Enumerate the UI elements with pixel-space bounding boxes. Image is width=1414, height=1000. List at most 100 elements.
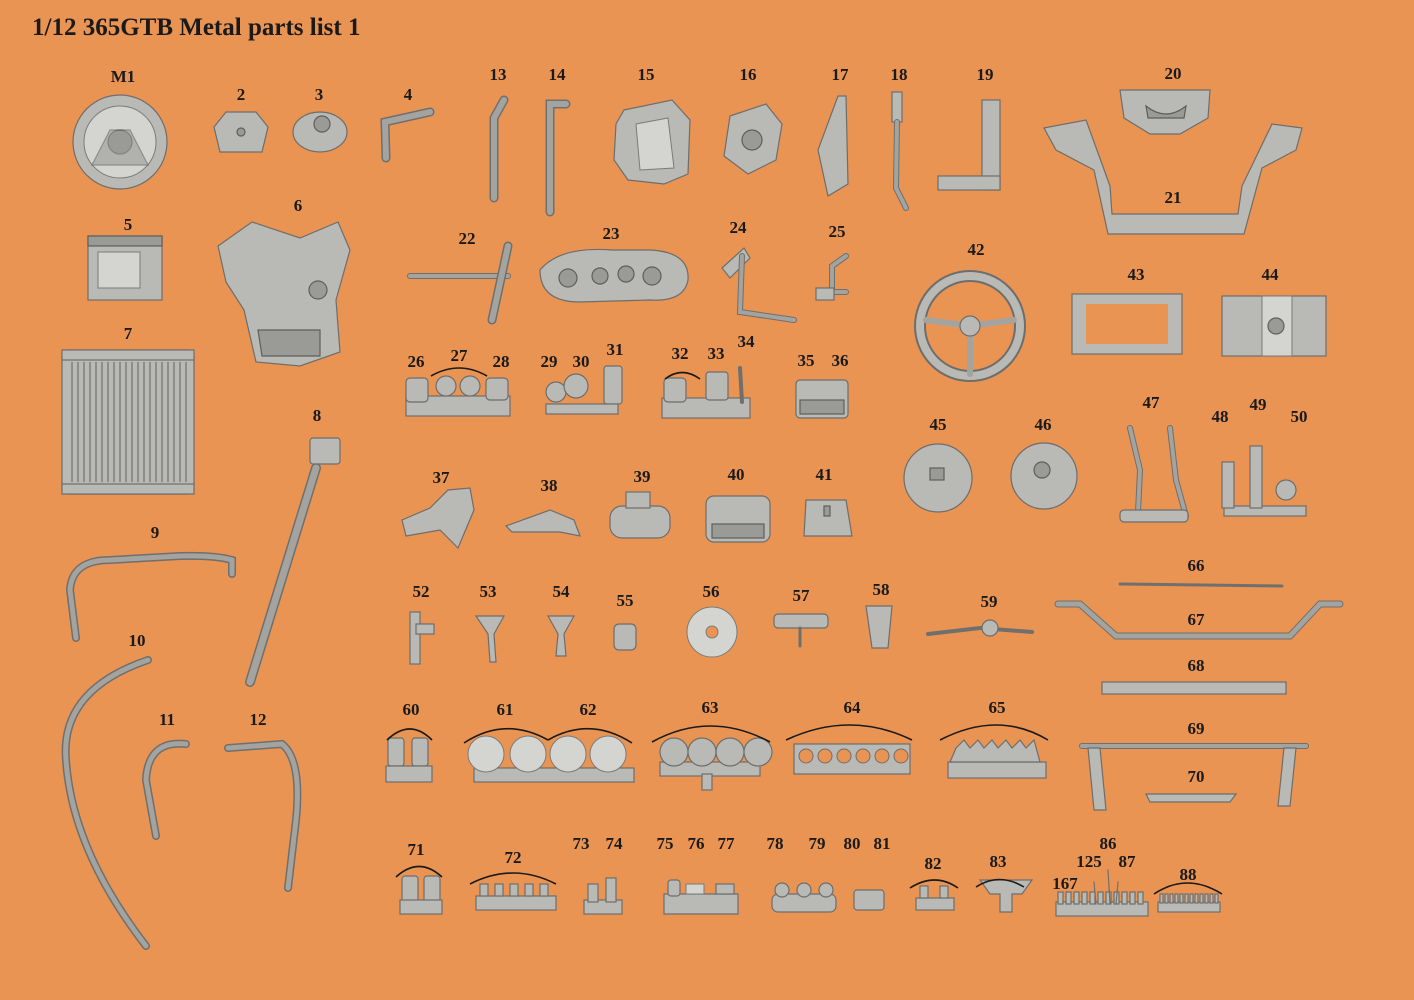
part-6-engine-block: [217, 221, 351, 367]
sprue-peg: [1089, 891, 1096, 905]
sprue-peg: [1204, 893, 1209, 904]
part-label-66: 66: [1188, 556, 1205, 575]
sprue-peg: [1209, 893, 1214, 904]
part-label-22: 22: [459, 229, 476, 248]
part-21-crossmember: [1043, 119, 1303, 235]
part-label-72: 72: [505, 848, 522, 867]
part-19-pedal: [937, 99, 1001, 191]
part-label-28: 28: [493, 352, 510, 371]
part-label-7: 7: [124, 324, 133, 343]
part-20-bracket: [1119, 89, 1211, 135]
part-11-hose: [141, 739, 190, 840]
part-label-57: 57: [793, 586, 811, 605]
sprue-peg: [509, 883, 519, 897]
part-labels: M1 2 3 4 5 6 7 8 9 10 11 12 13 14 15 16 …: [111, 64, 1308, 893]
light-cup: [893, 748, 909, 764]
part-23-dash-panel: [539, 248, 689, 303]
part-26-28-sprue: [405, 375, 511, 417]
part-label-71: 71: [408, 840, 425, 859]
part-label-67: 67: [1188, 610, 1206, 629]
part-17-arm: [817, 95, 849, 197]
part-label-3: 3: [315, 85, 324, 104]
part-label-59: 59: [981, 592, 998, 611]
part-label-11: 11: [159, 710, 175, 729]
part-label-14: 14: [549, 65, 567, 84]
part-label-88: 88: [1180, 865, 1197, 884]
part-label-64: 64: [844, 698, 862, 717]
part-label-63: 63: [702, 698, 719, 717]
part-label-75: 75: [657, 834, 674, 853]
part-71-sprue: [399, 875, 443, 915]
part-43-frame: [1071, 293, 1183, 355]
part-label-9: 9: [151, 523, 160, 542]
part-label-42: 42: [968, 240, 985, 259]
part-label-8: 8: [313, 406, 322, 425]
part-label-82: 82: [925, 854, 942, 873]
part-label-46: 46: [1035, 415, 1052, 434]
part-46-disc: [1010, 442, 1078, 510]
part-68-bar: [1101, 681, 1287, 695]
part-25-linkage: [815, 253, 849, 301]
part-label-20: 20: [1165, 64, 1182, 83]
part-label-86: 86: [1100, 834, 1117, 853]
part-label-87: 87: [1119, 852, 1137, 871]
part-label-56: 56: [703, 582, 720, 601]
part-label-21: 21: [1165, 188, 1182, 207]
part-label-81: 81: [874, 834, 891, 853]
part-label-55: 55: [617, 591, 634, 610]
part-32-34-sprue: [661, 366, 751, 419]
part-label-29: 29: [541, 352, 558, 371]
part-label-27: 27: [451, 346, 469, 365]
part-3-cap: [292, 111, 348, 153]
part-72-sprue: [475, 883, 557, 911]
part-label-18: 18: [891, 65, 908, 84]
part-80-81-sprue: [853, 889, 885, 911]
part-37-mount: [401, 487, 475, 550]
part-29-31-sprue: [545, 365, 623, 415]
part-82-sprue: [915, 885, 955, 911]
part-label-58: 58: [873, 580, 890, 599]
part-2-cap: [213, 111, 269, 153]
part-13-pipe: [489, 95, 509, 203]
part-59-cable: [926, 619, 1034, 637]
part-18-lever: [891, 91, 909, 211]
part-63-sprue: [659, 737, 773, 791]
part-label-5: 5: [124, 215, 133, 234]
part-label-54: 54: [553, 582, 571, 601]
sprue-peg: [1097, 891, 1104, 905]
part-86-167-sprue: [1055, 891, 1149, 917]
part-16-differential: [723, 103, 783, 175]
part-73-74-sprue: [583, 877, 623, 915]
part-14-rod: [545, 99, 571, 217]
sprue-peg: [1065, 891, 1072, 905]
part-70-strip: [1145, 793, 1238, 803]
sprue-peg: [1179, 893, 1184, 904]
part-label-12: 12: [250, 710, 267, 729]
sprue-peg: [1164, 893, 1169, 904]
part-78-79-sprue: [771, 882, 837, 913]
part-label-38: 38: [541, 476, 558, 495]
part-66-cable: [1118, 582, 1284, 588]
part-label-78: 78: [767, 834, 784, 853]
part-label-125: 125: [1076, 852, 1102, 871]
part-label-79: 79: [809, 834, 826, 853]
part-label-23: 23: [603, 224, 620, 243]
part-label-30: 30: [573, 352, 590, 371]
part-label-M1: M1: [111, 67, 136, 86]
part-5-battery: [87, 235, 163, 301]
part-35-36-sprue: [795, 379, 849, 419]
part-42-steering-wheel: [914, 270, 1026, 382]
part-label-53: 53: [480, 582, 497, 601]
light-cup: [798, 748, 814, 764]
part-61-62-sprue: [467, 735, 635, 783]
part-label-60: 60: [403, 700, 420, 719]
sprue-peg: [1184, 893, 1189, 904]
part-label-65: 65: [989, 698, 1006, 717]
part-48-50-sprue: [1221, 445, 1307, 517]
part-label-37: 37: [433, 468, 451, 487]
part-label-68: 68: [1188, 656, 1205, 675]
part-58-cup: [865, 605, 893, 649]
light-cup: [836, 748, 852, 764]
part-54-horn: [546, 615, 576, 657]
part-52-bracket: [409, 611, 435, 665]
